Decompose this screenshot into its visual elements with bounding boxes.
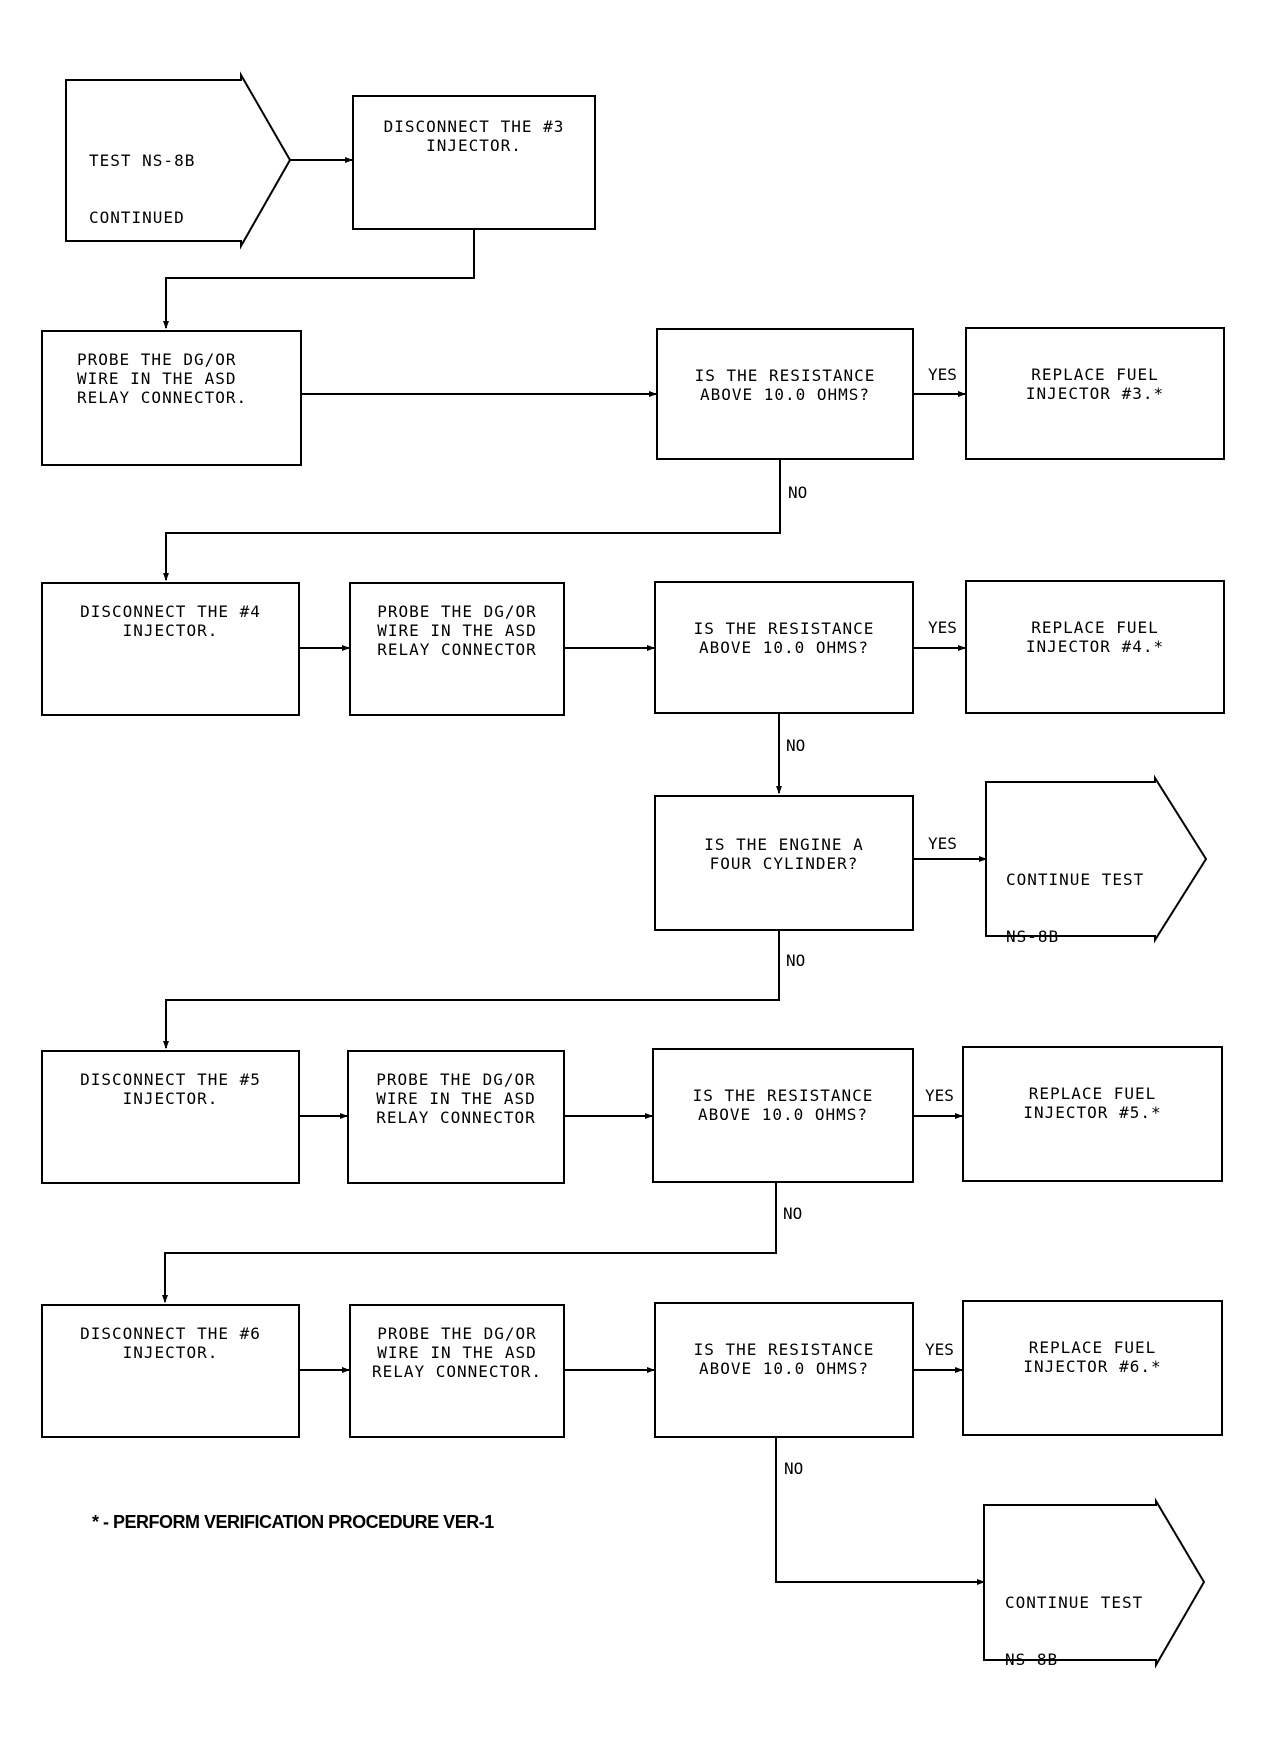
box-text-line: DISCONNECT THE #3 <box>383 117 565 136</box>
box-text-line: NS 8B <box>1005 1650 1059 1669</box>
box-text-line: IS THE RESISTANCE <box>693 619 875 638</box>
box-text-line: INJECTOR #4.* <box>1025 637 1165 656</box>
resistance-question-row6: IS THE RESISTANCE ABOVE 10.0 OHMS? <box>654 1302 914 1438</box>
continue-arrow-shape-1 <box>985 774 1208 944</box>
replace-injector-3-box: REPLACE FUEL INJECTOR #3.* <box>965 327 1225 460</box>
yes-label-row4: YES <box>928 834 957 853</box>
disconnect-injector-5-box: DISCONNECT THE #5 INJECTOR. <box>41 1050 300 1184</box>
box-text-line: FOUR CYLINDER? <box>709 854 859 873</box>
box-text-line: DISCONNECT THE #5 <box>80 1070 261 1089</box>
probe-box-row5: PROBE THE DG/OR WIRE IN THE ASD RELAY CO… <box>347 1050 565 1184</box>
no-label-row4: NO <box>786 951 806 970</box>
box-text-line: INJECTOR. <box>426 136 522 155</box>
probe-box-row3: PROBE THE DG/OR WIRE IN THE ASD RELAY CO… <box>349 582 565 716</box>
yes-label-row5: YES <box>925 1086 954 1105</box>
yes-label-row3: YES <box>928 618 957 637</box>
probe-box-row6: PROBE THE DG/OR WIRE IN THE ASD RELAY CO… <box>349 1304 565 1438</box>
replace-injector-6-box: REPLACE FUEL INJECTOR #6.* <box>962 1300 1223 1436</box>
start-line-2: CONTINUED <box>89 208 185 227</box>
box-text-line: PROBE THE DG/OR <box>377 1324 537 1343</box>
box-text-line: REPLACE FUEL <box>1031 365 1159 384</box>
footnote: * - PERFORM VERIFICATION PROCEDURE VER-1 <box>92 1512 494 1532</box>
box-text-line: PROBE THE DG/OR <box>77 350 237 369</box>
start-label: TEST NS-8B CONTINUED <box>89 113 239 265</box>
start-line-1: TEST NS-8B <box>89 151 196 170</box>
box-text-line: INJECTOR. <box>122 621 219 640</box>
box-text-line: DISCONNECT THE #4 <box>80 602 261 621</box>
box-text-line: CONTINUE TEST <box>1005 1593 1144 1612</box>
box-text-line: ABOVE 10.0 OHMS? <box>698 1359 870 1378</box>
box-text-line: WIRE IN THE ASD <box>77 369 237 388</box>
box-text-line: WIRE IN THE ASD <box>376 1089 536 1108</box>
box-text-line: REPLACE FUEL <box>1028 1338 1157 1357</box>
box-text-line: IS THE ENGINE A <box>704 835 864 854</box>
box-text-line: NS-8B <box>1006 927 1060 946</box>
box-text-line: INJECTOR #6.* <box>1023 1357 1162 1376</box>
box-text-line: WIRE IN THE ASD <box>377 1343 537 1362</box>
box-text-line: RELAY CONNECTOR <box>376 1108 536 1127</box>
box-text-line: INJECTOR #5.* <box>1023 1103 1162 1122</box>
box-text-line: INJECTOR. <box>122 1089 219 1108</box>
box-text-line: DISCONNECT THE #6 <box>80 1324 261 1343</box>
box-text-line: WIRE IN THE ASD <box>377 621 537 640</box>
no-label-row5: NO <box>783 1204 803 1223</box>
probe-box-row2: PROBE THE DG/OR WIRE IN THE ASD RELAY CO… <box>41 330 302 466</box>
continue-test-label-1: CONTINUE TEST NS-8B <box>1006 832 1144 984</box>
box-text-line: RELAY CONNECTOR <box>377 640 537 659</box>
box-text-line: ABOVE 10.0 OHMS? <box>699 385 871 404</box>
continue-arrow-shape-2 <box>983 1497 1206 1669</box>
resistance-question-row2: IS THE RESISTANCE ABOVE 10.0 OHMS? <box>656 328 914 460</box>
replace-injector-4-box: REPLACE FUEL INJECTOR #4.* <box>965 580 1225 714</box>
yes-label-row2: YES <box>928 365 957 384</box>
box-text-line: RELAY CONNECTOR. <box>371 1362 543 1381</box>
disconnect-injector-6-box: DISCONNECT THE #6 INJECTOR. <box>41 1304 300 1438</box>
yes-label-row6: YES <box>925 1340 954 1359</box>
replace-injector-5-box: REPLACE FUEL INJECTOR #5.* <box>962 1046 1223 1182</box>
box-text-line: RELAY CONNECTOR. <box>77 388 248 407</box>
resistance-question-row5: IS THE RESISTANCE ABOVE 10.0 OHMS? <box>652 1048 914 1183</box>
box-text-line: REPLACE FUEL <box>1028 1084 1157 1103</box>
box-text-line: IS THE RESISTANCE <box>692 1086 874 1105</box>
resistance-question-row3: IS THE RESISTANCE ABOVE 10.0 OHMS? <box>654 581 914 714</box>
box-text-line: ABOVE 10.0 OHMS? <box>698 638 870 657</box>
box-text-line: IS THE RESISTANCE <box>693 1340 875 1359</box>
box-text-line: INJECTOR. <box>122 1343 219 1362</box>
box-text-line: REPLACE FUEL <box>1031 618 1159 637</box>
box-text-line: PROBE THE DG/OR <box>377 602 537 621</box>
box-text-line: INJECTOR #3.* <box>1025 384 1165 403</box>
start-arrow-shape <box>65 71 292 250</box>
disconnect-injector-4-box: DISCONNECT THE #4 INJECTOR. <box>41 582 300 716</box>
box-text-line: PROBE THE DG/OR <box>376 1070 536 1089</box>
box-text-line: IS THE RESISTANCE <box>694 366 876 385</box>
four-cylinder-question: IS THE ENGINE A FOUR CYLINDER? <box>654 795 914 931</box>
disconnect-injector-3-box: DISCONNECT THE #3 INJECTOR. <box>352 95 596 230</box>
no-label-row2: NO <box>788 483 808 502</box>
box-text-line: ABOVE 10.0 OHMS? <box>697 1105 869 1124</box>
box-text-line: CONTINUE TEST <box>1006 870 1145 889</box>
no-label-row3: NO <box>786 736 806 755</box>
no-label-row6: NO <box>784 1459 804 1478</box>
continue-test-label-2: CONTINUE TEST NS 8B <box>1005 1555 1143 1707</box>
